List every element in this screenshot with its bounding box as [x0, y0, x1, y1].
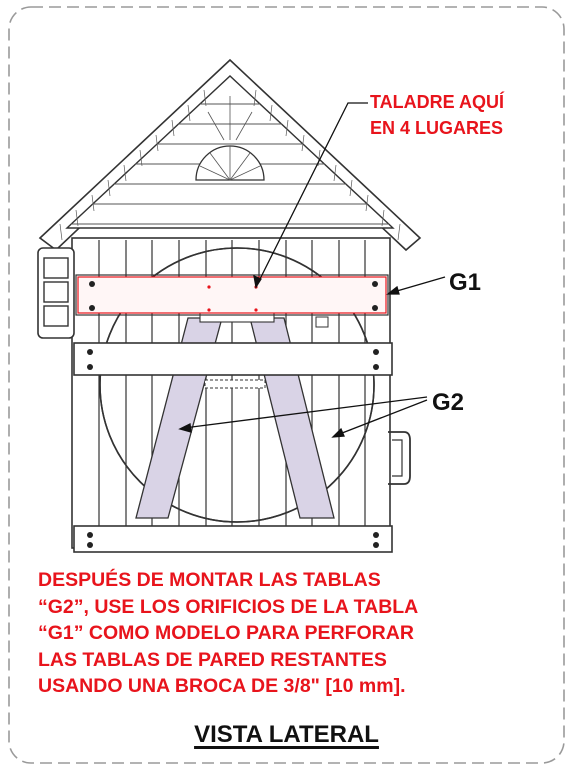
- drill-callout-line-1: TALADRE AQUÍ: [370, 92, 504, 112]
- drilling-instructions: DESPUÉS DE MONTAR LAS TABLAS “G2”, USE L…: [38, 567, 418, 700]
- drill-here-callout: TALADRE AQUÍ EN 4 LUGARES: [370, 89, 504, 141]
- roof: [38, 58, 422, 252]
- left-side-panel: [37, 247, 75, 339]
- drill-mark: [207, 285, 211, 289]
- drill-mark: [207, 308, 211, 312]
- view-title-text: VISTA LATERAL: [194, 721, 379, 748]
- instruction-line-3: “G1” COMO MODELO PARA PERFORAR: [38, 622, 414, 644]
- view-title: VISTA LATERAL: [0, 721, 573, 749]
- instruction-line-1: DESPUÉS DE MONTAR LAS TABLAS: [38, 569, 381, 591]
- cross-bar: [204, 379, 266, 389]
- dashed-border-frame: [8, 6, 565, 764]
- bottom-board: [73, 525, 393, 553]
- right-handle: [388, 431, 411, 485]
- drill-mark: [254, 308, 258, 312]
- middle-board: [73, 342, 393, 376]
- part-label-g1: G1: [449, 269, 482, 296]
- leader-lines: [178, 102, 446, 438]
- g1-board: [75, 274, 389, 316]
- instruction-line-4: LAS TABLAS DE PARED RESTANTES: [38, 648, 387, 671]
- instruction-line-2: “G2”, USE LOS ORIFICIOS DE LA TABLA: [38, 595, 419, 618]
- drill-callout-line-2: EN 4 LUGARES: [370, 118, 504, 138]
- instruction-line-5: USANDO UNA BROCA DE 3/8" [10 mm].: [38, 675, 406, 697]
- part-label-g2: G2: [432, 389, 465, 416]
